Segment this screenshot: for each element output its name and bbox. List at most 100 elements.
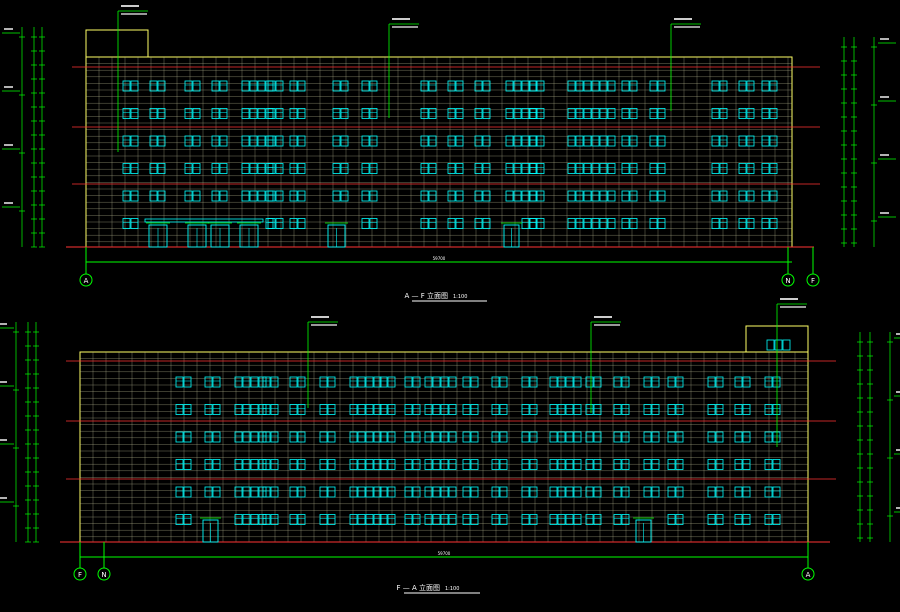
window	[734, 431, 743, 443]
window	[738, 80, 747, 92]
window	[621, 190, 630, 202]
window	[420, 135, 429, 147]
window	[257, 163, 266, 174]
window	[267, 80, 276, 92]
window	[675, 486, 684, 498]
window	[369, 163, 378, 174]
window	[761, 135, 770, 147]
window	[387, 514, 396, 525]
window	[643, 486, 652, 498]
window	[212, 486, 221, 498]
window	[549, 514, 558, 525]
window	[613, 459, 622, 470]
window	[432, 376, 441, 388]
window	[204, 459, 213, 470]
window	[234, 376, 243, 388]
window	[528, 108, 537, 119]
window	[607, 108, 616, 119]
window	[257, 190, 266, 202]
window	[349, 514, 358, 525]
window	[769, 80, 778, 92]
window	[289, 190, 298, 202]
window	[340, 108, 349, 119]
window	[387, 486, 396, 498]
window	[424, 459, 433, 470]
window	[521, 431, 530, 443]
window	[513, 135, 522, 147]
level-value	[0, 497, 7, 499]
window	[258, 404, 267, 415]
window	[738, 190, 747, 202]
window	[149, 135, 158, 147]
window	[462, 459, 471, 470]
window	[219, 108, 228, 119]
window	[219, 135, 228, 147]
window	[412, 459, 421, 470]
window	[257, 108, 266, 119]
right-dimension-chain	[857, 332, 900, 542]
window	[583, 80, 592, 92]
window	[373, 486, 382, 498]
window	[573, 404, 582, 415]
window	[404, 431, 413, 443]
axis-label-n: N	[101, 571, 106, 579]
window	[764, 431, 773, 443]
window	[521, 376, 530, 388]
window	[241, 135, 250, 147]
window	[629, 80, 638, 92]
window	[242, 376, 251, 388]
window	[746, 135, 755, 147]
window	[557, 514, 566, 525]
leader-note	[594, 316, 612, 318]
window	[212, 376, 221, 388]
window	[675, 404, 684, 415]
window	[440, 514, 449, 525]
window	[575, 190, 584, 202]
window	[649, 163, 658, 174]
window	[599, 108, 608, 119]
window	[470, 459, 479, 470]
window	[742, 514, 751, 525]
window	[764, 514, 773, 525]
window	[258, 431, 267, 443]
window	[591, 135, 600, 147]
window	[447, 135, 456, 147]
window	[742, 431, 751, 443]
window	[404, 514, 413, 525]
right-dimension-chain	[841, 37, 896, 247]
window	[149, 108, 158, 119]
window	[440, 376, 449, 388]
window	[234, 404, 243, 415]
window	[764, 459, 773, 470]
window	[742, 404, 751, 415]
window	[607, 80, 616, 92]
window	[651, 404, 660, 415]
window	[707, 404, 716, 415]
window	[499, 376, 508, 388]
window	[715, 514, 724, 525]
window	[275, 80, 284, 92]
window	[412, 431, 421, 443]
window	[629, 135, 638, 147]
window	[297, 135, 306, 147]
window	[657, 135, 666, 147]
window	[769, 190, 778, 202]
level-value	[896, 449, 900, 451]
window	[424, 486, 433, 498]
level-value	[896, 507, 900, 509]
window	[715, 459, 724, 470]
window	[649, 218, 658, 229]
window	[175, 486, 184, 498]
leader-note	[311, 324, 337, 326]
window	[613, 376, 622, 388]
window	[575, 163, 584, 174]
window	[513, 80, 522, 92]
window	[591, 218, 600, 229]
window	[549, 486, 558, 498]
window	[122, 108, 131, 119]
window	[369, 135, 378, 147]
roof-louver	[774, 339, 783, 351]
window	[761, 163, 770, 174]
window	[621, 163, 630, 174]
window	[448, 514, 457, 525]
